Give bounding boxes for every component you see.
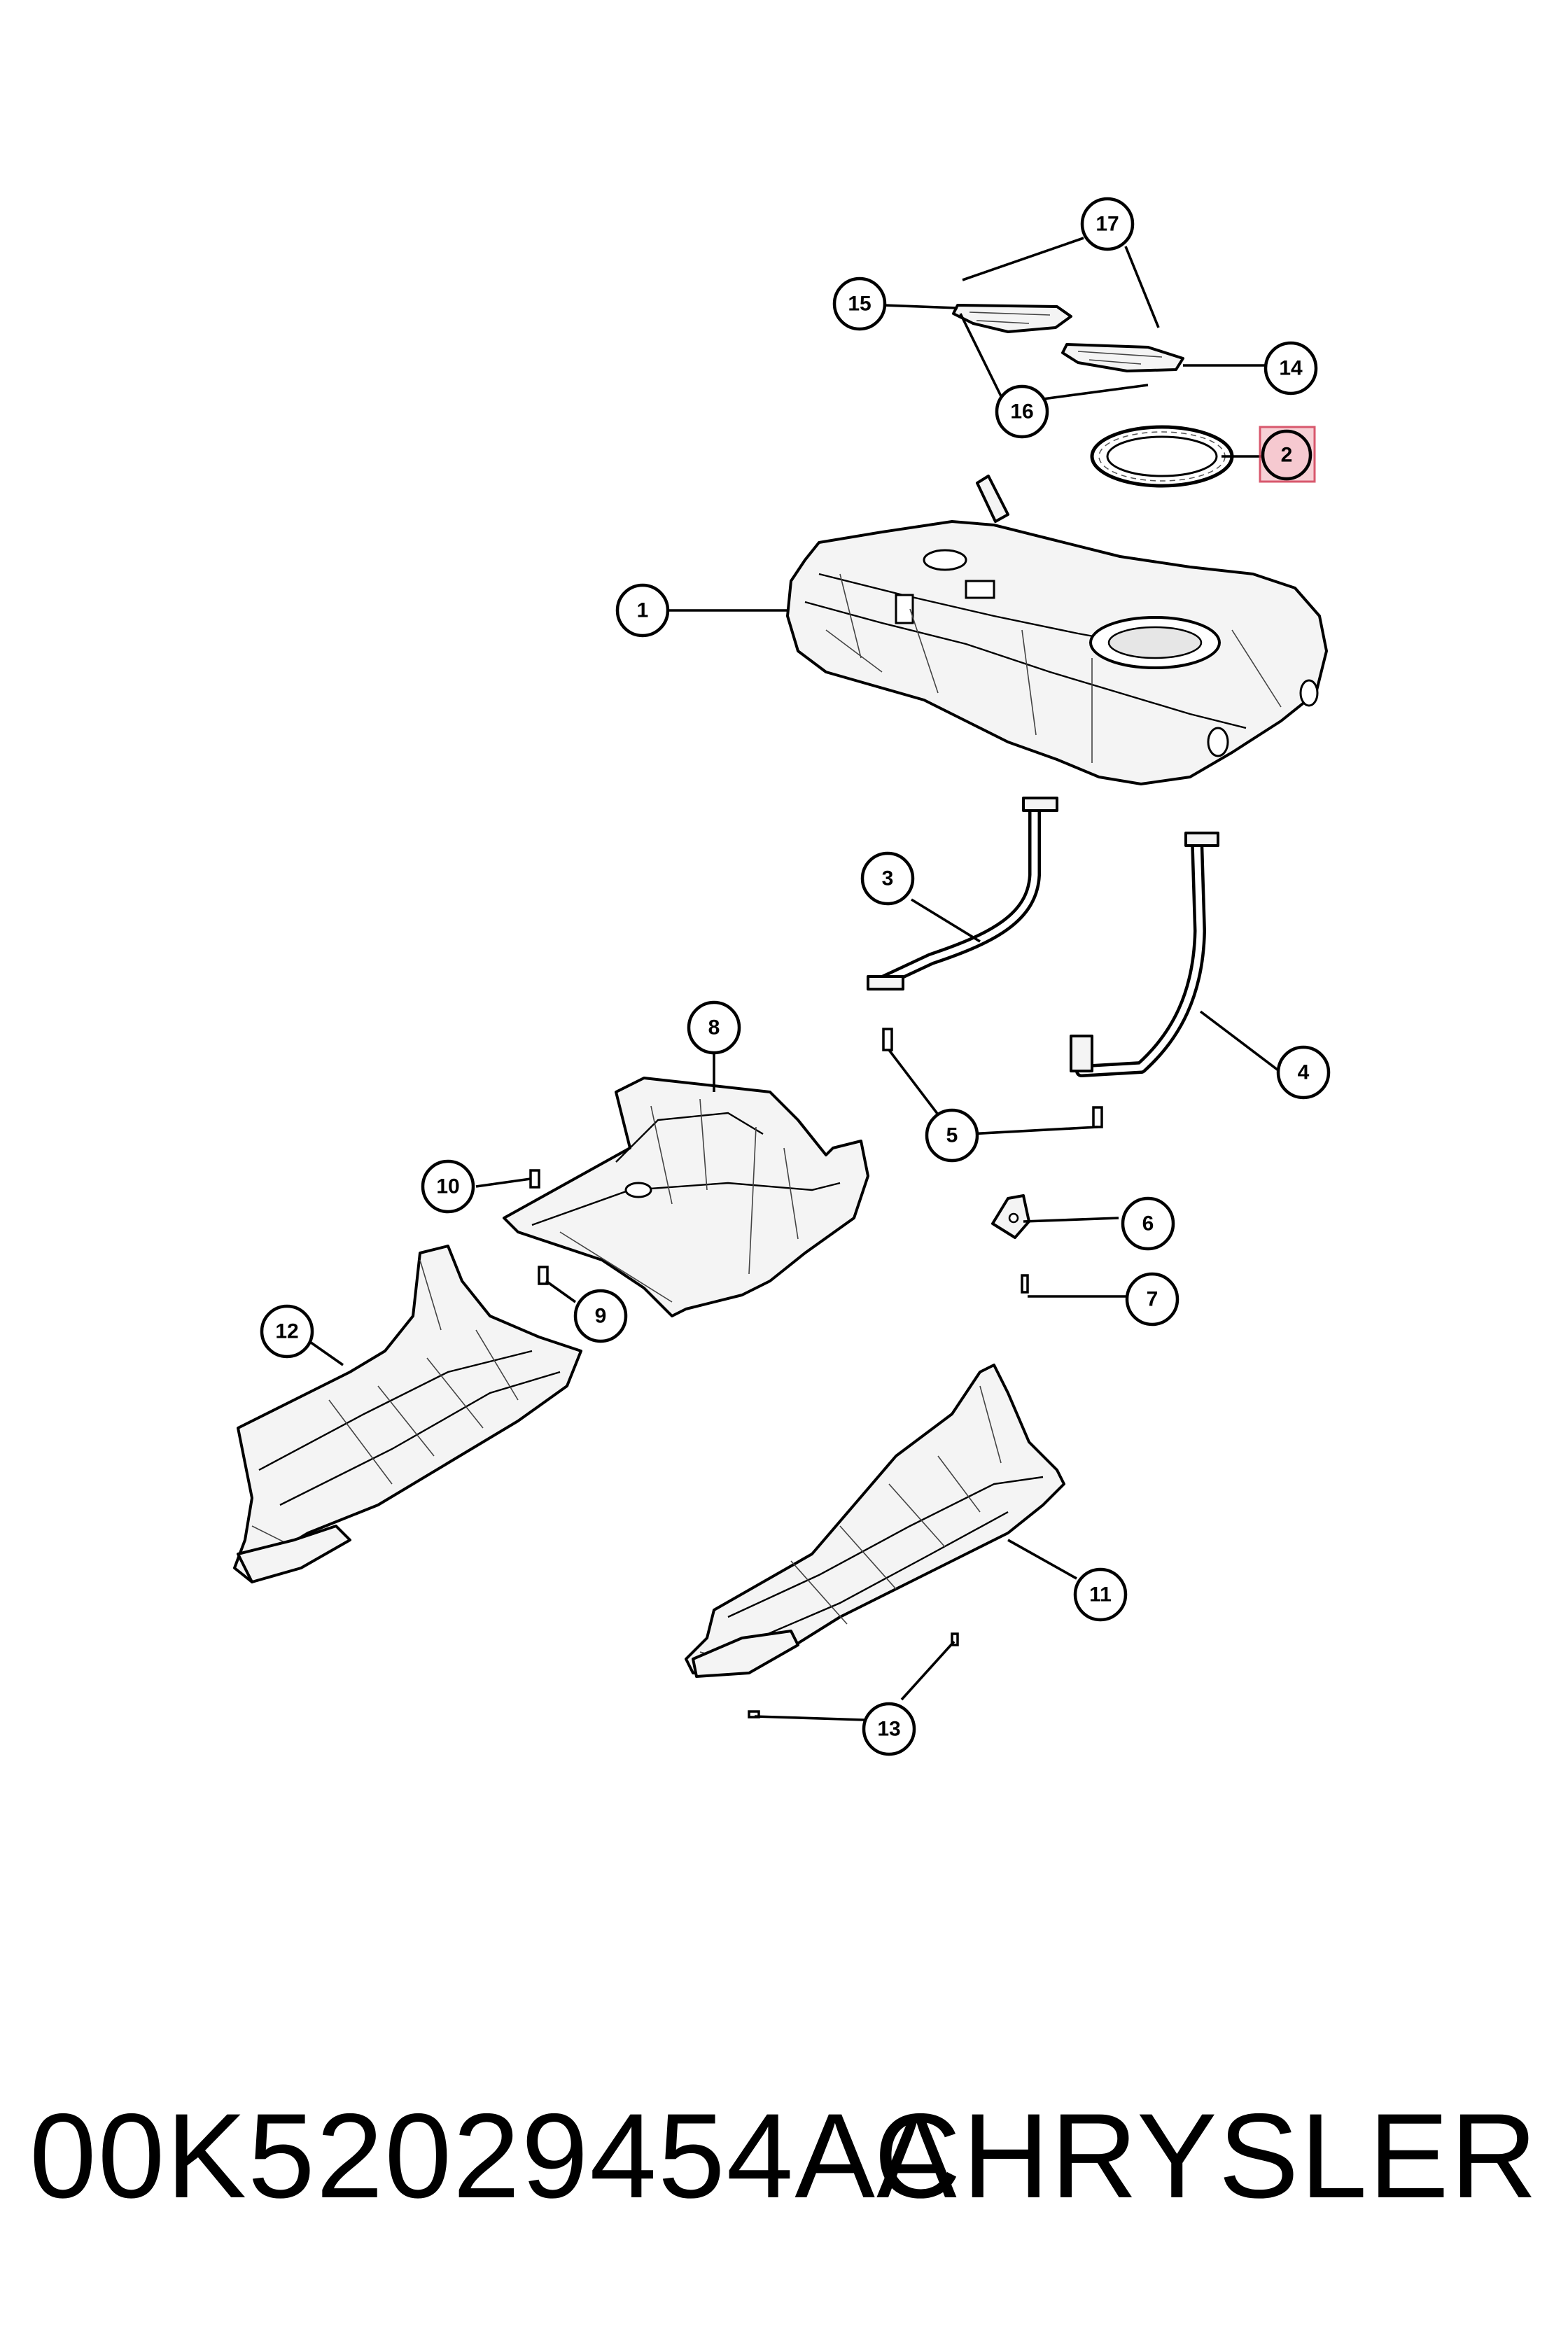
callout-12[interactable]: 12 — [260, 1304, 314, 1359]
skid-plate-12 — [233, 1245, 582, 1583]
svg-text:17: 17 — [1096, 213, 1119, 236]
svg-text:7: 7 — [1147, 1288, 1158, 1311]
callout-3[interactable]: 3 — [860, 851, 915, 906]
svg-text:6: 6 — [1142, 1212, 1154, 1236]
bracket-6 — [991, 1194, 1030, 1239]
svg-text:9: 9 — [595, 1305, 607, 1328]
bolt-9 — [538, 1266, 549, 1285]
footer: 00K52029454AA CHRYSLER — [0, 2072, 1568, 2240]
svg-text:10: 10 — [436, 1175, 459, 1198]
callout-16[interactable]: 16 — [995, 384, 1049, 439]
heat-shield-8 — [503, 1077, 869, 1317]
svg-text:13: 13 — [877, 1718, 900, 1741]
callout-1[interactable]: 1 — [615, 583, 670, 638]
svg-text:11: 11 — [1089, 1583, 1112, 1606]
strap-left-3 — [867, 797, 1058, 990]
strap-right-4 — [1070, 832, 1219, 1077]
callout-13[interactable]: 13 — [862, 1702, 916, 1756]
callout-14[interactable]: 14 — [1264, 341, 1318, 396]
screw-13a — [951, 1632, 959, 1646]
fuel-tank — [786, 475, 1328, 785]
svg-text:16: 16 — [1010, 400, 1033, 424]
callout-2[interactable]: 2 — [1261, 429, 1312, 481]
callout-4[interactable]: 4 — [1276, 1045, 1331, 1100]
svg-text:3: 3 — [882, 867, 894, 890]
callout-7[interactable]: 7 — [1125, 1272, 1180, 1326]
callout-15[interactable]: 15 — [832, 276, 887, 331]
screw-7 — [1021, 1274, 1029, 1294]
svg-text:14: 14 — [1279, 357, 1303, 380]
svg-text:5: 5 — [946, 1124, 958, 1147]
callout-11[interactable]: 11 — [1073, 1567, 1128, 1622]
leader-lines — [307, 237, 1282, 1721]
part-number: 00K52029454AA — [29, 2089, 958, 2223]
svg-text:2: 2 — [1281, 444, 1293, 467]
brand-name: CHRYSLER — [874, 2089, 1539, 2223]
skid-plate-11 — [685, 1364, 1065, 1678]
svg-text:15: 15 — [848, 293, 871, 316]
screw-13b — [748, 1710, 760, 1718]
callout-6[interactable]: 6 — [1121, 1196, 1175, 1251]
bolt-10 — [529, 1169, 540, 1189]
callout-17[interactable]: 17 — [1080, 197, 1135, 251]
callout-10[interactable]: 10 — [421, 1159, 475, 1214]
bolt-5b — [1092, 1106, 1103, 1128]
callout-5[interactable]: 5 — [925, 1108, 979, 1163]
callout-8[interactable]: 8 — [687, 1000, 741, 1055]
svg-text:4: 4 — [1298, 1061, 1310, 1084]
svg-text:12: 12 — [275, 1320, 298, 1343]
lock-ring-2 — [1090, 425, 1234, 488]
seal-plate-14 — [1061, 343, 1184, 372]
svg-text:1: 1 — [637, 599, 649, 622]
svg-text:8: 8 — [708, 1016, 720, 1040]
seal-plate-15 — [952, 304, 1072, 333]
bolt-5a — [882, 1028, 893, 1051]
callout-9[interactable]: 9 — [573, 1289, 628, 1343]
